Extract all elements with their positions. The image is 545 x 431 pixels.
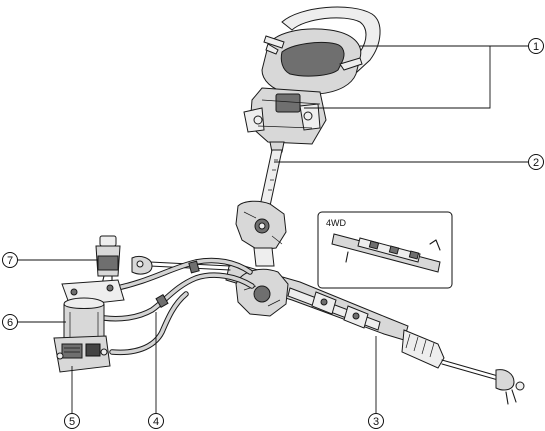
- svg-text:1: 1: [533, 41, 539, 53]
- power-steering-pump: [53, 297, 111, 373]
- intermediate-shaft: [235, 149, 287, 267]
- svg-text:6: 6: [7, 317, 13, 329]
- callout-4: 4: [148, 413, 164, 429]
- reservoir: [95, 235, 121, 293]
- svg-text:5: 5: [69, 416, 75, 428]
- callout-6: 6: [2, 314, 18, 330]
- inset-4wd: 4WD: [317, 211, 453, 289]
- leader-lines: [18, 45, 528, 414]
- inset-label: 4WD: [326, 218, 347, 228]
- steering-column: [243, 87, 327, 153]
- callout-3: 3: [368, 413, 384, 429]
- svg-text:2: 2: [533, 157, 539, 169]
- callout-5: 5: [64, 413, 80, 429]
- steering-wheel: [261, 6, 381, 95]
- svg-text:4: 4: [153, 416, 159, 428]
- svg-text:7: 7: [7, 255, 13, 267]
- callout-2: 2: [528, 154, 544, 170]
- svg-text:3: 3: [373, 416, 379, 428]
- callout-1: 1: [528, 38, 544, 54]
- steering-gear-housing: [131, 255, 525, 405]
- hydraulic-pipes: [101, 257, 255, 356]
- callout-7: 7: [2, 252, 18, 268]
